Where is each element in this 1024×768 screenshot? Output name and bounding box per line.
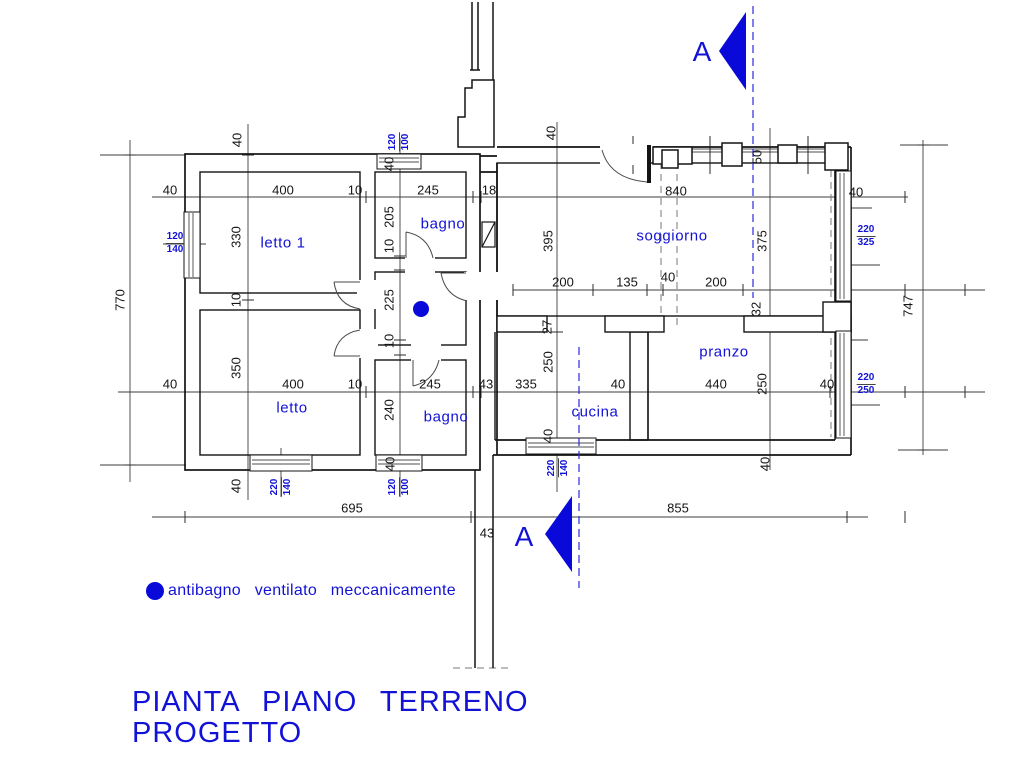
window-letto: [249, 454, 313, 472]
drawing-title-line2: PROGETTO: [132, 717, 303, 749]
entry-door-leaf: [647, 145, 651, 183]
window-bagno-bottom: [375, 454, 423, 472]
facade-glazing: [692, 148, 825, 153]
legend-dot: [146, 582, 164, 600]
windows: [183, 153, 852, 472]
window-bagno-top: [376, 153, 422, 170]
legend-text: antibagno ventilato meccanicamente: [168, 582, 456, 599]
door-swings: [333, 149, 648, 387]
section-arrow-top: [719, 12, 746, 90]
chimney: [457, 79, 495, 148]
corridor-walls: [457, 2, 495, 668]
cucina-pranzo-wall: [629, 331, 649, 441]
window-letto1: [183, 211, 201, 279]
room-bagno-bottom-outline: [374, 359, 467, 456]
window-cucina: [525, 437, 597, 455]
room-letto-outline: [199, 309, 361, 456]
drawing-title-line1: PIANTA PIANO TERRENO: [132, 686, 529, 718]
section-marker-a-top: A: [692, 36, 712, 67]
facade-pillars: [652, 142, 849, 171]
window-glazing-lines: [188, 157, 845, 465]
divider-wall: [496, 301, 852, 333]
section-line: [578, 6, 754, 588]
antibagno-vent-dot: [413, 301, 429, 317]
door-openings: [357, 144, 647, 362]
section-marker-a-bottom: A: [514, 521, 534, 552]
section-arrow-bottom: [545, 496, 572, 572]
window-soggiorno-right: [835, 170, 852, 302]
outer-walls: [184, 146, 852, 471]
dashed-construction-lines: [453, 150, 832, 669]
room-soggiorno-outline: [496, 162, 836, 317]
interior-walls: [199, 162, 836, 456]
room-letto1-outline: [199, 171, 361, 294]
room-bagno-top-outline: [374, 171, 467, 259]
window-pranzo-right: [835, 330, 852, 439]
shaft-symbol: [481, 221, 496, 248]
